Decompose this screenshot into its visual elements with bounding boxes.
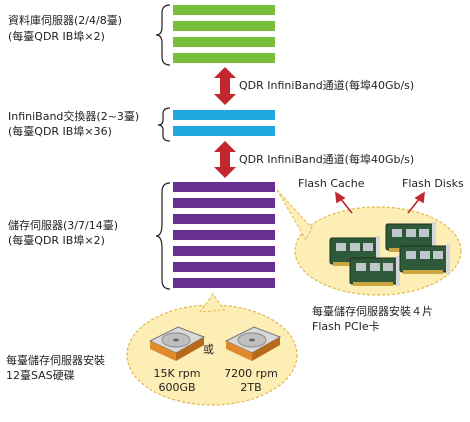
flash-bubble-tail xyxy=(276,189,313,242)
storage-bar xyxy=(173,278,275,288)
server-bar xyxy=(173,21,275,31)
disk1-size: 600GB xyxy=(158,381,196,394)
storage-bar xyxy=(173,214,275,224)
sas-note-line1: 每臺儲存伺服器安裝 xyxy=(6,354,105,367)
hard-disk-icon-15k xyxy=(148,326,206,361)
storage-servers-sub: (每臺QDR IB埠×2) xyxy=(8,30,105,43)
storage-bar xyxy=(173,246,275,256)
server-bar xyxy=(173,5,275,15)
or-label: 或 xyxy=(203,343,214,356)
link-label-lower: QDR InfiniBand通道(每埠40Gb/s) xyxy=(239,153,415,166)
server-bar xyxy=(173,53,275,63)
double-arrow-upper xyxy=(214,67,236,105)
switch-title: InfiniBand交換器(2~3臺) xyxy=(8,110,140,123)
storage-bar xyxy=(173,182,275,192)
storage-bar xyxy=(173,198,275,208)
hard-disk-icon-7200 xyxy=(224,326,282,361)
storage-bar xyxy=(173,230,275,240)
storage-bar xyxy=(173,262,275,272)
sas-note-line2: 12臺SAS硬碟 xyxy=(6,369,75,382)
double-arrow-lower xyxy=(214,141,236,178)
server-bar xyxy=(173,37,275,47)
disk1-speed: 15K rpm xyxy=(153,367,201,380)
switch-bar xyxy=(173,126,275,136)
disk-bubble-tail xyxy=(198,293,225,313)
link-label-upper: QDR InfiniBand通道(每埠40Gb/s) xyxy=(239,79,415,92)
flash-cache-label: Flash Cache xyxy=(298,177,365,190)
switch-sub: (每臺QDR IB埠×36) xyxy=(8,125,112,138)
brace-db xyxy=(155,182,171,290)
disk2-size: 2TB xyxy=(240,381,262,394)
db-servers-sub: (每臺QDR IB埠×2) xyxy=(8,234,105,247)
flash-arrows xyxy=(335,191,425,214)
db-servers-title: 儲存伺服器(3/7/14臺) xyxy=(8,219,118,232)
flash-note-line2: Flash PCIe卡 xyxy=(312,320,380,333)
brace-switch xyxy=(157,107,171,142)
flash-note-line1: 每臺儲存伺服器安裝４片 xyxy=(312,305,433,318)
storage-servers-title: 資料庫伺服器(2/4/8臺) xyxy=(8,14,122,27)
disk2-speed: 7200 rpm xyxy=(224,367,278,380)
brace-storage xyxy=(155,4,171,66)
flash-disks-label: Flash Disks xyxy=(402,177,464,190)
switch-bar xyxy=(173,110,275,120)
pcie-card-icon xyxy=(329,222,450,286)
